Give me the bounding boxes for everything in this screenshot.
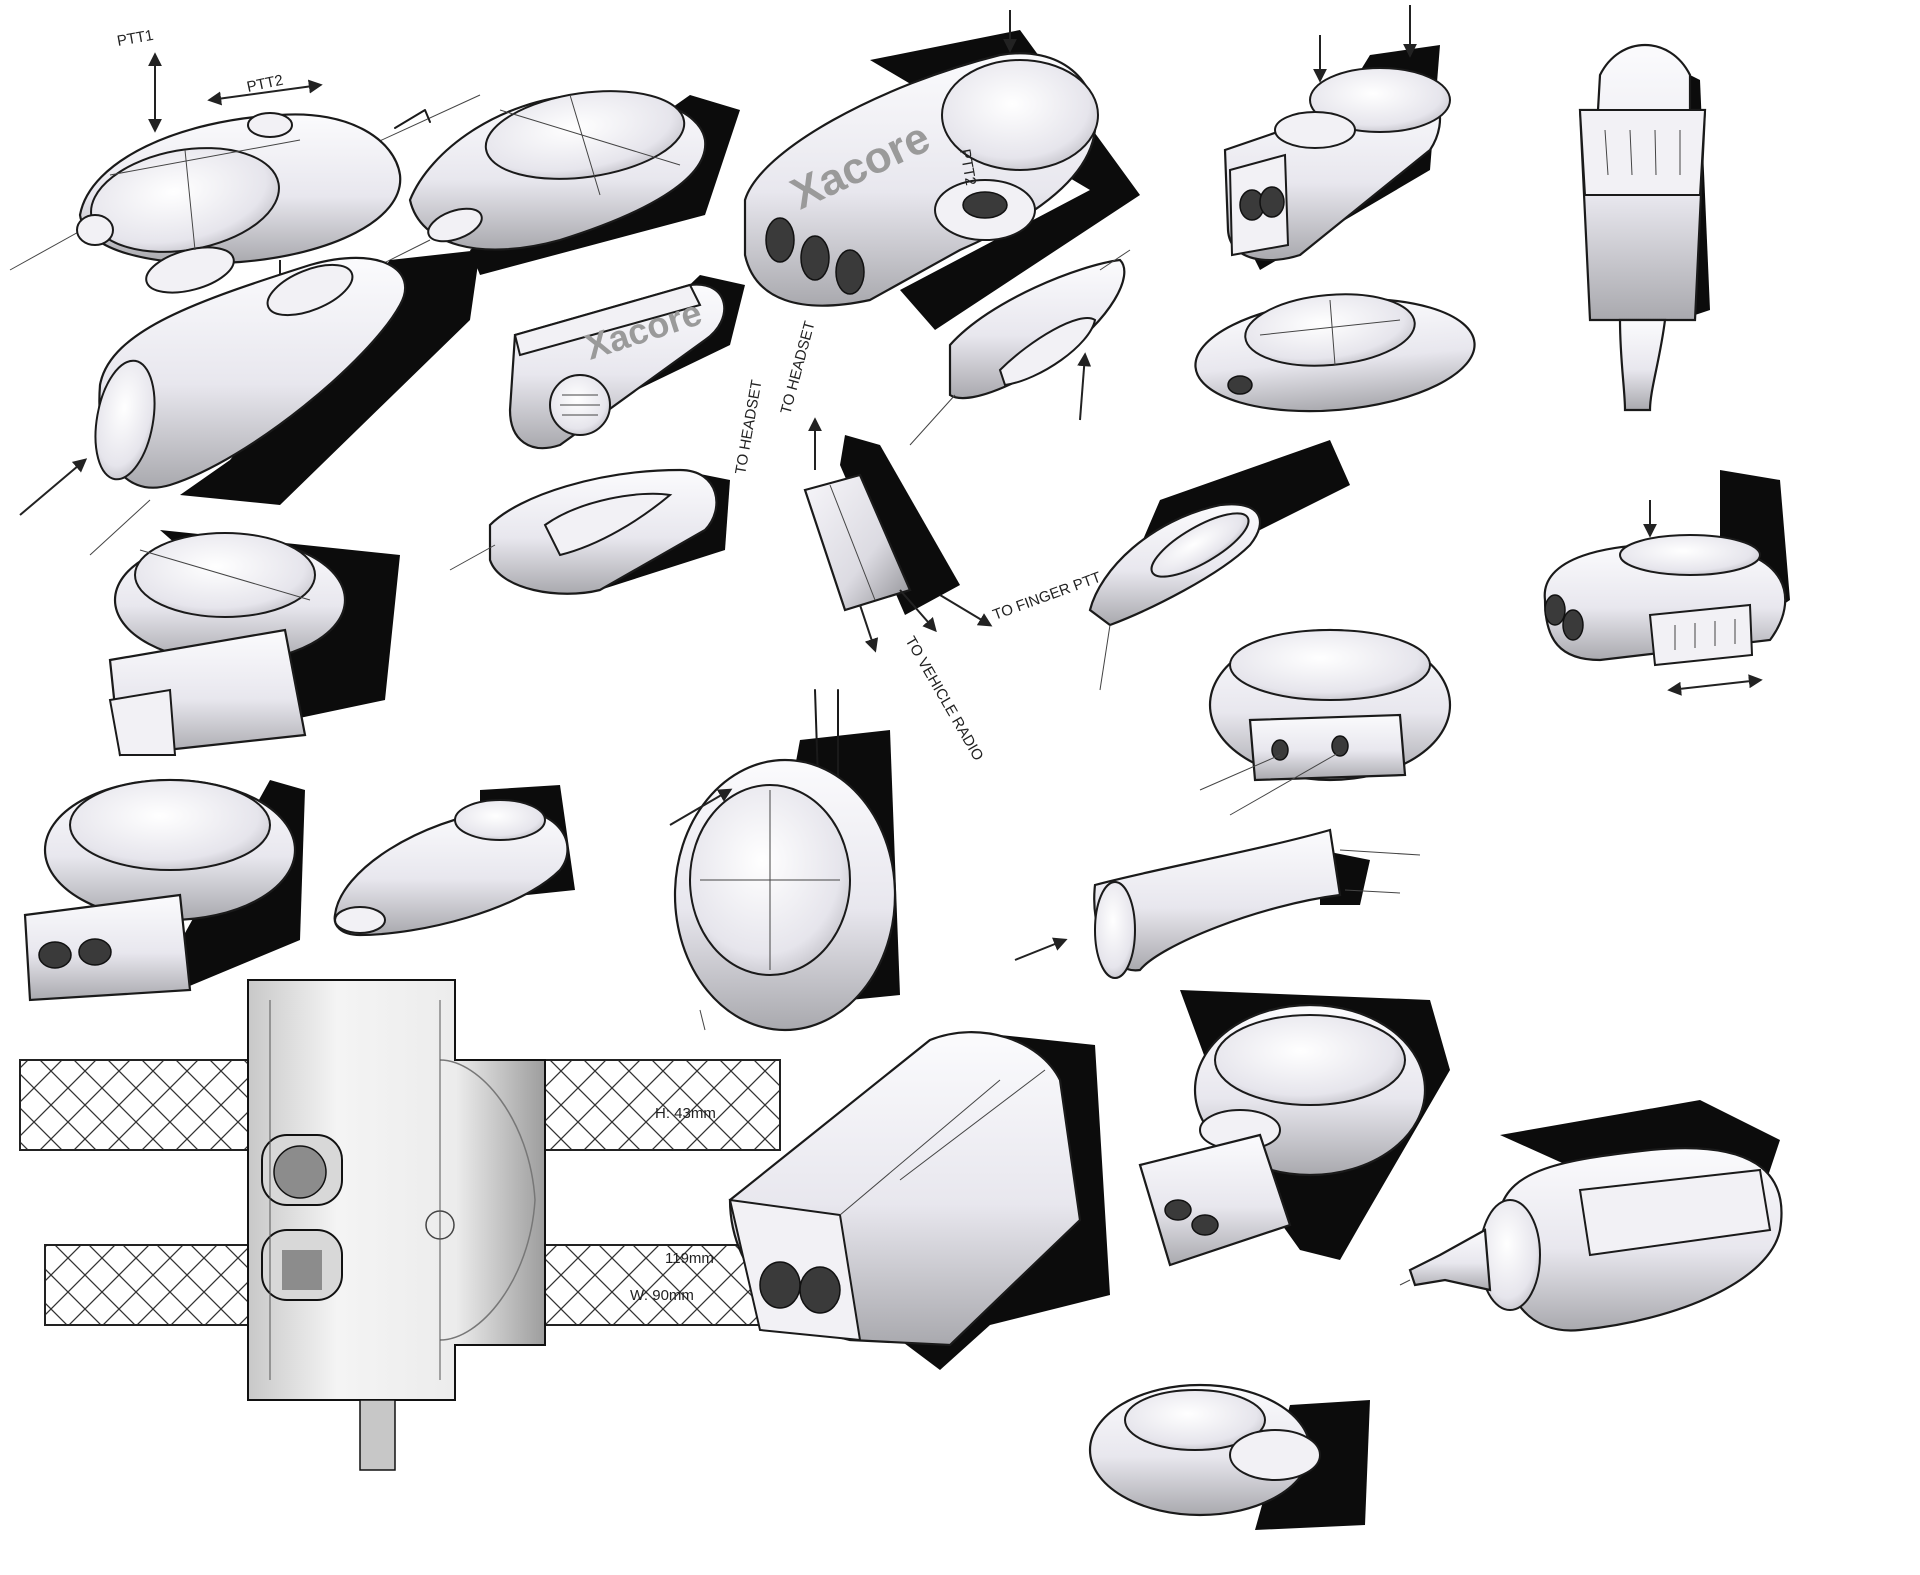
concept-sketch-14 bbox=[1199, 628, 1452, 816]
concept-sketch-12 bbox=[108, 530, 400, 757]
dimension-height: H: 43mm bbox=[655, 1105, 716, 1122]
label-to-finger-ptt: TO FINGER PTT bbox=[991, 569, 1104, 624]
concept-sketch-20 bbox=[728, 1031, 1110, 1370]
concept-sketch-6 bbox=[19, 250, 480, 556]
arrow-icon bbox=[859, 604, 879, 653]
label-to-headset-b: TO HEADSET bbox=[777, 319, 818, 416]
cad-render-front-view: H: 43mm 119mm W: 90mm bbox=[19, 979, 781, 1471]
concept-sketch-23 bbox=[1088, 1383, 1370, 1530]
arrow-icon bbox=[19, 458, 88, 516]
arrow-icon bbox=[939, 594, 993, 627]
arrow-icon bbox=[899, 589, 937, 633]
concept-sketch-2 bbox=[379, 90, 740, 275]
concept-sketch-15 bbox=[1543, 470, 1790, 696]
concept-sketch-3-xacore: Xacore PTT2 bbox=[743, 10, 1140, 330]
concept-sketch-8 bbox=[909, 249, 1131, 446]
label-to-headset-a: TO HEADSET bbox=[732, 379, 765, 476]
dimension-length: 119mm bbox=[665, 1250, 714, 1267]
concept-sketch-9 bbox=[1194, 293, 1476, 413]
concept-sketch-22 bbox=[1399, 1100, 1783, 1332]
concept-sketch-4 bbox=[1223, 5, 1451, 270]
concept-sketch-11 bbox=[1088, 440, 1350, 691]
arrow-icon bbox=[1077, 352, 1092, 421]
arrow-icon bbox=[669, 788, 733, 826]
concept-sketch-1: PTT1 PTT2 bbox=[9, 27, 481, 313]
concept-sketch-21 bbox=[1138, 990, 1450, 1267]
arrow-icon bbox=[1014, 937, 1068, 961]
concept-sketch-18 bbox=[669, 689, 900, 1032]
concept-sketch-16 bbox=[23, 778, 305, 1002]
label-to-vehicle-radio: TO VEHICLE RADIO bbox=[902, 634, 987, 764]
double-arrow-icon bbox=[1667, 674, 1763, 696]
label-ptt2: PTT2 bbox=[245, 72, 284, 96]
dimension-width: W: 90mm bbox=[630, 1287, 694, 1304]
concept-sketch-17 bbox=[333, 785, 575, 937]
concept-sketch-10-adapter: TO HEADSET TO HEADSET TO VEHICLE RADIO T… bbox=[732, 319, 1103, 763]
label-ptt1: PTT1 bbox=[116, 27, 155, 50]
concept-sketch-19 bbox=[1014, 828, 1421, 979]
concept-sketch-13 bbox=[449, 468, 730, 595]
concept-sketch-5-cylinder bbox=[1578, 43, 1710, 412]
label-ptt2-small: PTT2 bbox=[956, 148, 979, 187]
double-arrow-icon bbox=[207, 79, 323, 106]
speaker-grille-icon bbox=[549, 374, 611, 436]
concept-sketch-7-xacore: Xacore bbox=[508, 275, 745, 450]
